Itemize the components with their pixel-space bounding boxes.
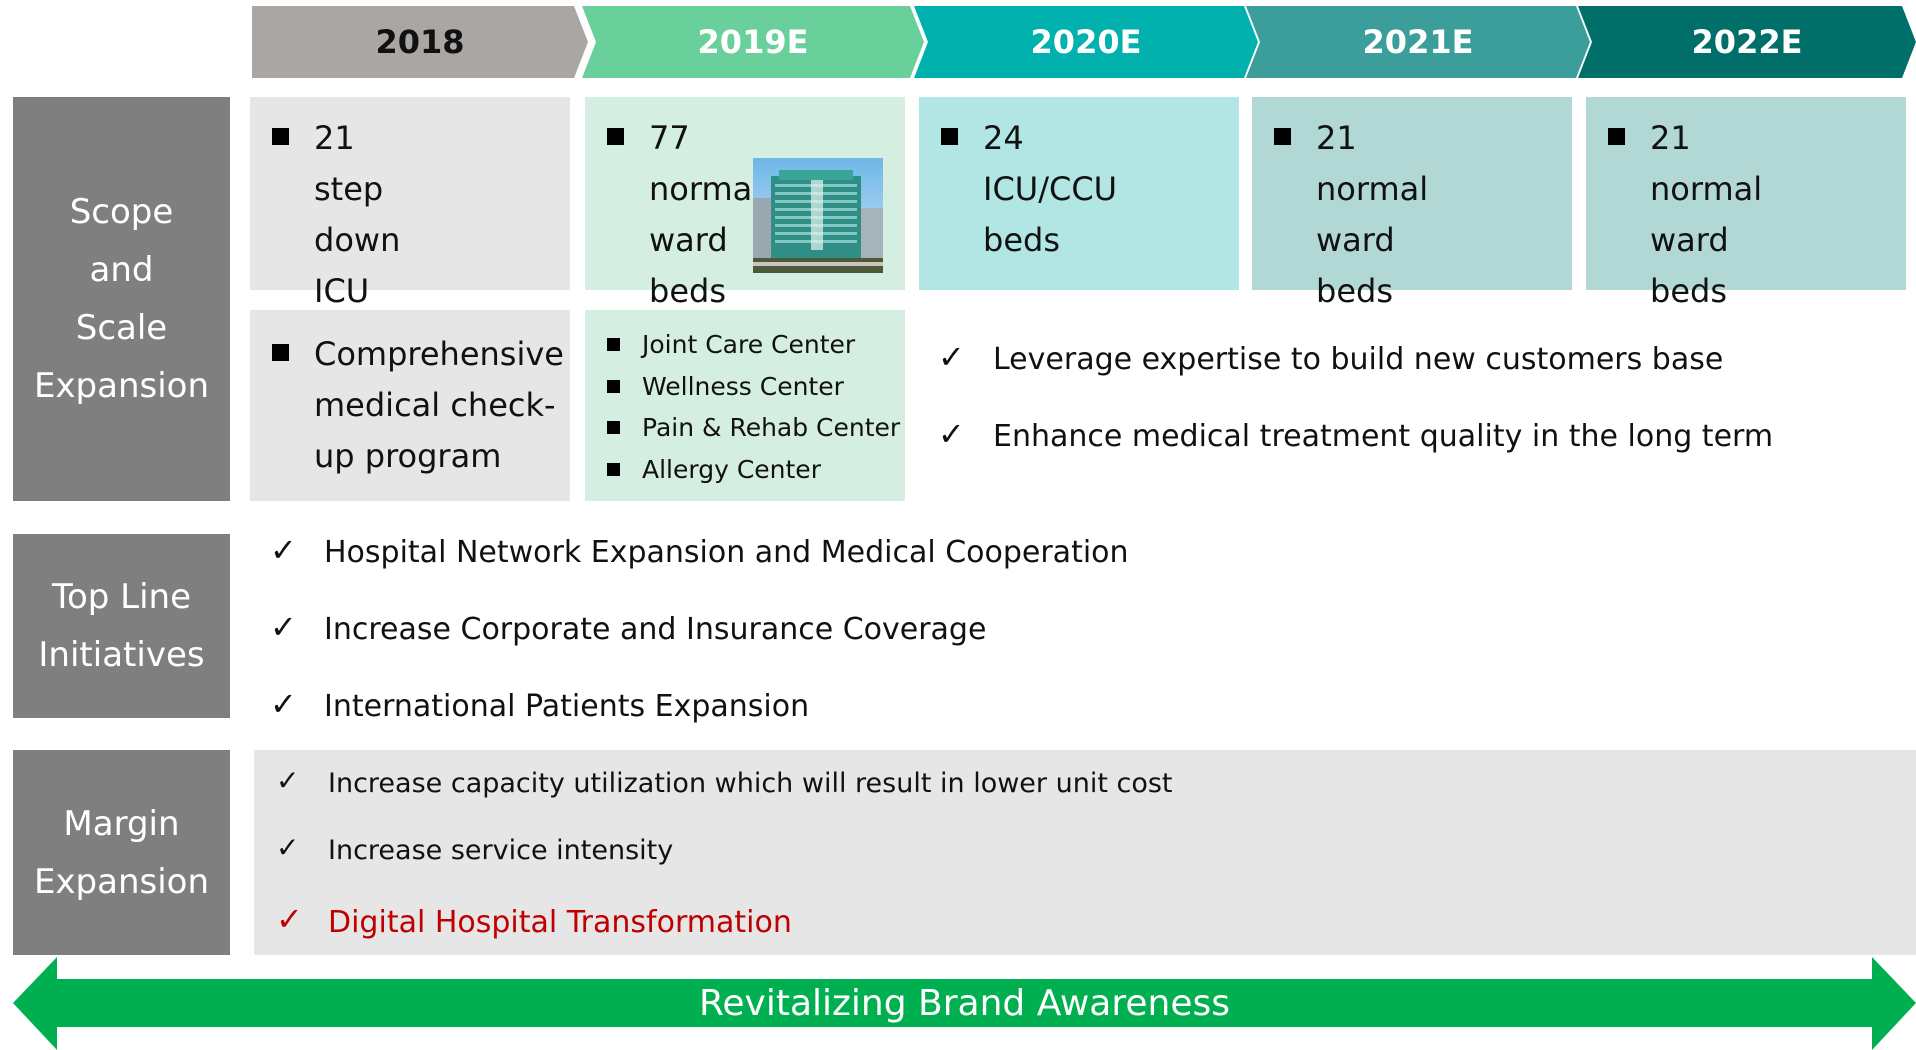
category-line: Scale <box>75 308 168 348</box>
check-text: Increase Corporate and Insurance Coverag… <box>324 612 987 647</box>
beds-line: beds <box>983 221 1060 259</box>
bullet-square-icon <box>272 128 289 145</box>
hospital-building-image <box>753 158 883 273</box>
beds-line: 21 normal ward <box>1316 119 1429 259</box>
center-label: Pain & Rehab Center <box>642 413 901 442</box>
check-icon: ✓ <box>276 900 303 938</box>
beds-line: beds <box>1316 272 1393 310</box>
year-header-2018: 2018 <box>252 6 588 78</box>
check-icon: ✓ <box>270 608 297 646</box>
center-item: Allergy Center <box>607 449 900 491</box>
beds-box-2018: 21 step down ICU beds <box>250 97 570 361</box>
check-icon: ✓ <box>938 415 965 453</box>
beds-box-2020e: 24 ICU/CCU beds <box>919 97 1239 290</box>
beds-line: beds <box>649 272 726 310</box>
bullet-square-icon <box>607 421 620 434</box>
center-label: Allergy Center <box>642 454 821 484</box>
check-text: Hospital Network Expansion and Medical C… <box>324 535 1129 570</box>
check-icon: ✓ <box>938 338 965 376</box>
bullet-square-icon <box>607 338 620 351</box>
category-line: Initiatives <box>38 635 205 675</box>
program-line: Comprehensive <box>314 335 564 373</box>
beds-box-2019e: 77 normal ward beds <box>585 97 905 310</box>
year-label: 2022E <box>1691 23 1803 61</box>
beds-line: beds <box>1650 272 1727 310</box>
banner-text: Revitalizing Brand Awareness <box>698 982 1231 1024</box>
beds-line: 21 normal ward <box>1650 119 1763 259</box>
center-label: Joint Care Center <box>642 330 856 359</box>
check-text: Leverage expertise to build new customer… <box>993 342 1724 377</box>
check-text: Digital Hospital Transformation <box>328 905 792 940</box>
check-icon: ✓ <box>276 764 300 797</box>
category-line: Expansion <box>33 366 210 406</box>
check-icon: ✓ <box>270 685 297 723</box>
category-line: and <box>89 250 154 290</box>
bullet-square-icon <box>1608 128 1625 145</box>
category-scope-and-scale: Scope and Scale Expansion <box>13 97 230 501</box>
beds-line: 24 ICU/CCU <box>983 119 1118 208</box>
beds-box-2022e: 21 normal ward beds <box>1586 97 1906 310</box>
beds-box-2021e: 21 normal ward beds <box>1252 97 1572 310</box>
program-line: up program <box>314 437 502 475</box>
checkup-program-box: Comprehensive medical check- up program <box>250 310 570 501</box>
bullet-square-icon <box>1274 128 1291 145</box>
beds-line: 77 normal ward <box>649 119 762 259</box>
center-label: Wellness Center <box>642 371 844 401</box>
year-header-2020e: 2020E <box>914 6 1258 78</box>
year-header-2021e: 2021E <box>1246 6 1590 78</box>
center-item: Wellness Center <box>607 366 900 408</box>
beds-line: 21 step down <box>314 119 401 259</box>
year-label: 2019E <box>697 23 809 61</box>
category-line: Scope <box>69 192 174 232</box>
category-line: Expansion <box>33 861 210 902</box>
bullet-square-icon <box>941 128 958 145</box>
year-label: 2020E <box>1030 23 1142 61</box>
check-icon: ✓ <box>270 531 297 569</box>
bullet-square-icon <box>607 128 624 145</box>
double-arrow-icon <box>13 957 1916 1050</box>
bullet-square-icon <box>607 379 620 393</box>
centers-box: Joint Care Center Wellness Center Pain &… <box>585 310 905 501</box>
center-item: Pain & Rehab Center <box>607 407 900 449</box>
category-margin: Margin Expansion <box>13 750 230 955</box>
year-label: 2021E <box>1362 23 1474 61</box>
category-line: Margin <box>63 803 180 844</box>
year-header-2022e: 2022E <box>1578 6 1916 78</box>
check-text: International Patients Expansion <box>324 689 810 724</box>
check-icon: ✓ <box>276 831 300 864</box>
check-text: Increase service intensity <box>328 835 674 866</box>
check-text: Enhance medical treatment quality in the… <box>993 419 1774 454</box>
check-text: Increase capacity utilization which will… <box>328 768 1173 799</box>
center-item: Joint Care Center <box>607 324 900 366</box>
margin-panel <box>254 750 1916 955</box>
bullet-square-icon <box>272 344 289 361</box>
program-line: medical check- <box>314 386 556 424</box>
bullet-square-icon <box>607 462 620 476</box>
category-line: Top Line <box>51 577 192 617</box>
category-top-line: Top Line Initiatives <box>13 534 230 718</box>
year-label: 2018 <box>375 23 465 61</box>
year-header-2019e: 2019E <box>582 6 924 78</box>
